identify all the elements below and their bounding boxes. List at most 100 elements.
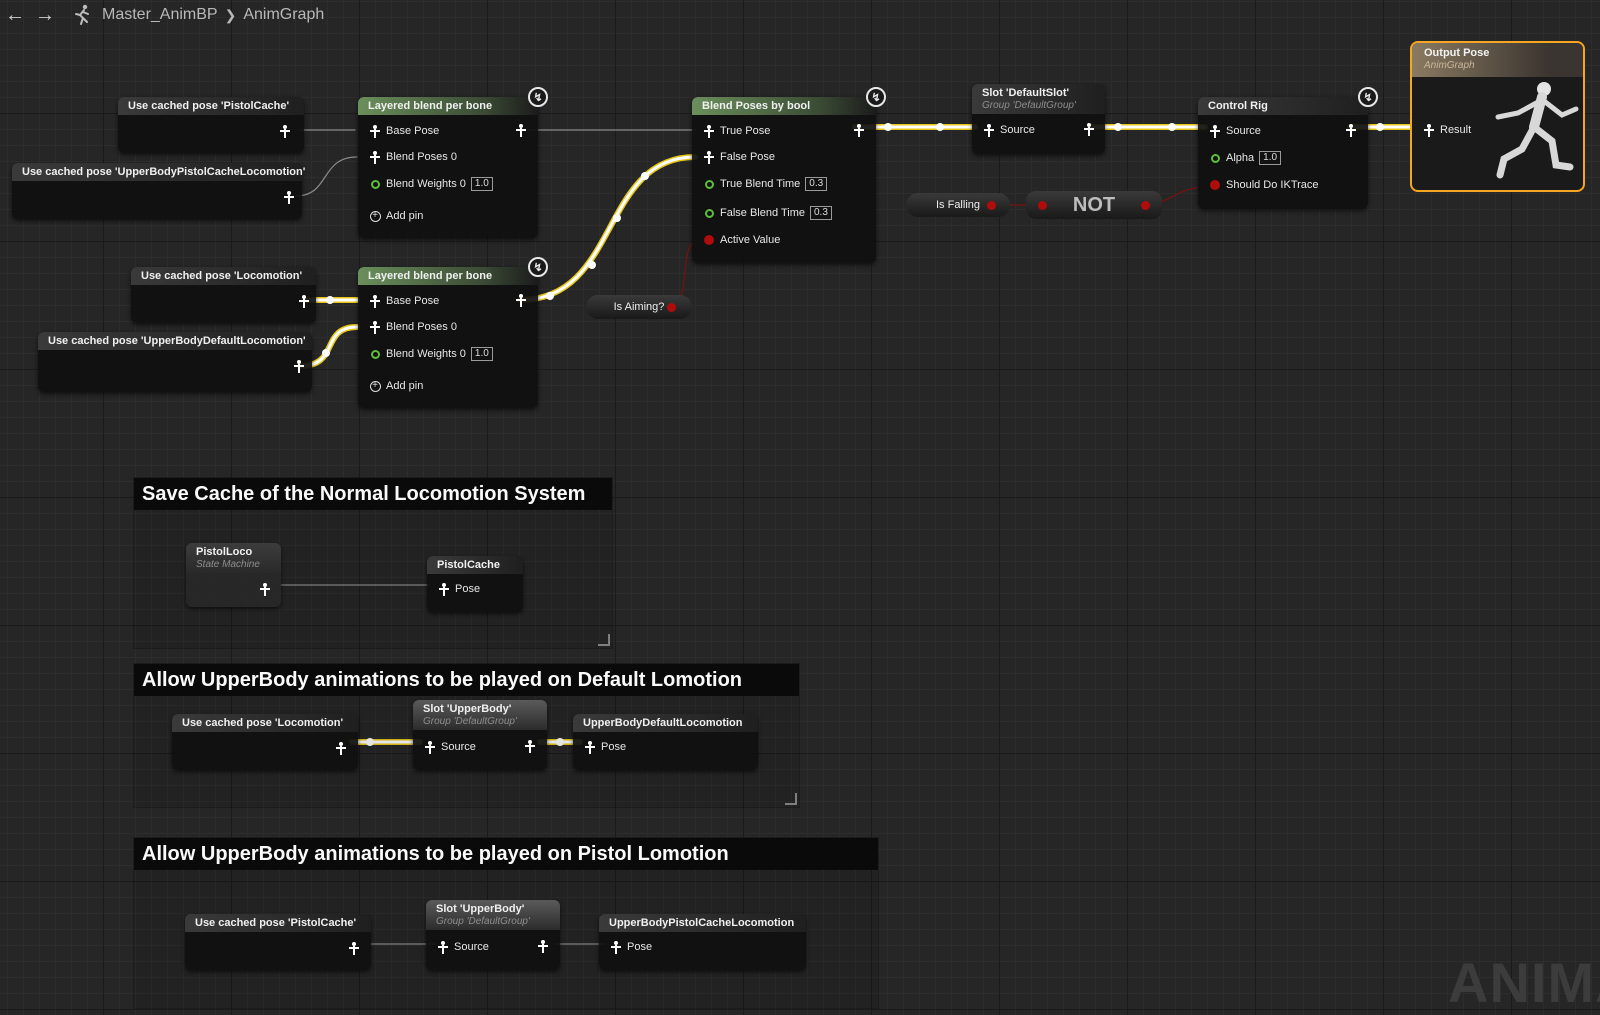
pose-pin-icon xyxy=(425,740,435,754)
pose-output-pin[interactable] xyxy=(280,125,290,143)
blend-poses-pin[interactable]: Blend Poses 0 xyxy=(368,150,457,164)
cache-upper-default-node[interactable]: Use cached pose 'UpperBodyDefaultLocomot… xyxy=(38,332,312,392)
weight-value-field[interactable]: 1.0 xyxy=(470,347,493,361)
add-pin-button[interactable]: +Add pin xyxy=(368,379,423,393)
chevron-right-icon: ❯ xyxy=(224,6,237,23)
node-title: Slot 'DefaultSlot'Group 'DefaultGroup' xyxy=(972,84,1105,114)
false-blend-time-field[interactable]: 0.3 xyxy=(809,206,832,220)
pose-pin-icon xyxy=(1346,124,1356,137)
is-aiming-variable[interactable]: Is Aiming? xyxy=(586,295,692,319)
pose-output-pin[interactable] xyxy=(294,360,304,378)
back-button[interactable]: ← xyxy=(0,0,30,30)
slot-upperbody-node-1[interactable]: Slot 'UpperBody'Group 'DefaultGroup' Sou… xyxy=(413,700,547,770)
running-mannequin-icon xyxy=(1495,82,1579,179)
resize-handle-icon[interactable] xyxy=(785,793,797,805)
pose-pin-icon xyxy=(516,124,526,137)
weight-value-field[interactable]: 1.0 xyxy=(470,177,493,191)
slot-subtitle: Group 'DefaultGroup' xyxy=(423,716,517,727)
pose-output-pin[interactable] xyxy=(284,191,294,209)
source-pin[interactable]: Source xyxy=(423,740,476,754)
bool-pin-icon xyxy=(987,200,996,210)
pose-pin[interactable]: Pose xyxy=(437,582,480,596)
pin-label: Base Pose xyxy=(386,125,440,137)
pose-pin-icon xyxy=(704,150,714,164)
upperbody-pistol-cache-node[interactable]: UpperBodyPistolCacheLocomotion Pose xyxy=(599,914,806,970)
is-falling-variable[interactable]: Is Falling xyxy=(906,193,1010,217)
source-pin[interactable]: Source xyxy=(1208,124,1261,138)
cache-locomotion-node-2[interactable]: Use cached pose 'Locomotion' xyxy=(172,714,358,770)
save-cache-node[interactable]: PistolCache Pose xyxy=(427,556,523,612)
base-pose-pin[interactable]: Base Pose xyxy=(368,294,439,308)
blend-poses-by-bool-node[interactable]: Blend Poses by bool True Pose False Pose… xyxy=(692,97,876,263)
pin-label: Blend Weights 0 xyxy=(386,178,466,190)
add-pin-button[interactable]: +Add pin xyxy=(368,209,423,223)
pose-pin-icon xyxy=(984,123,994,137)
resize-handle-icon[interactable] xyxy=(598,634,610,646)
pose-pin-icon xyxy=(299,295,309,308)
cache-pistol-node-2[interactable]: Use cached pose 'PistolCache' xyxy=(185,914,371,970)
cache-pistol-node[interactable]: Use cached pose 'PistolCache' xyxy=(118,97,304,153)
pose-output-pin[interactable] xyxy=(516,124,526,142)
node-title: UpperBodyPistolCacheLocomotion xyxy=(599,914,806,932)
pose-output-pin[interactable] xyxy=(1346,124,1356,142)
pin-label: Should Do IKTrace xyxy=(1226,179,1319,191)
pose-pin-icon xyxy=(370,124,380,138)
comment-title: Save Cache of the Normal Locomotion Syst… xyxy=(134,478,612,510)
pose-pin[interactable]: Pose xyxy=(609,940,652,954)
blend-poses-pin[interactable]: Blend Poses 0 xyxy=(368,320,457,334)
result-pin[interactable]: Result xyxy=(1422,123,1471,137)
pose-output-pin[interactable] xyxy=(336,742,346,760)
true-pose-pin[interactable]: True Pose xyxy=(702,124,770,138)
active-value-pin[interactable]: Active Value xyxy=(702,233,780,247)
pose-output-pin[interactable] xyxy=(854,124,864,142)
base-pose-pin[interactable]: Base Pose xyxy=(368,124,439,138)
pose-output-pin[interactable] xyxy=(516,294,526,312)
source-pin[interactable]: Source xyxy=(982,123,1035,137)
pose-output-pin[interactable] xyxy=(1084,123,1094,141)
cache-locomotion-node[interactable]: Use cached pose 'Locomotion' xyxy=(131,267,316,323)
true-blend-time-field[interactable]: 0.3 xyxy=(805,177,828,191)
pose-output-pin[interactable] xyxy=(525,740,535,758)
pose-pin-icon xyxy=(280,125,290,138)
source-pin[interactable]: Source xyxy=(436,940,489,954)
upperbody-default-cache-node[interactable]: UpperBodyDefaultLocomotion Pose xyxy=(573,714,758,770)
lightning-icon: ↯ xyxy=(1358,87,1378,107)
node-title: Use cached pose 'UpperBodyDefaultLocomot… xyxy=(38,332,312,350)
bool-pin-icon xyxy=(1210,180,1220,190)
blend-weights-pin[interactable]: Blend Weights 0 1.0 xyxy=(368,177,493,191)
breadcrumb-blueprint[interactable]: Master_AnimBP xyxy=(102,6,218,23)
not-node[interactable]: NOT xyxy=(1026,191,1162,219)
true-blend-time-pin[interactable]: True Blend Time 0.3 xyxy=(702,177,828,191)
pose-output-pin[interactable] xyxy=(260,583,270,601)
forward-button[interactable]: → xyxy=(30,0,60,30)
comment-title: Allow UpperBody animations to be played … xyxy=(134,664,799,696)
alpha-value-field[interactable]: 1.0 xyxy=(1259,151,1282,165)
pose-output-pin[interactable] xyxy=(349,942,359,960)
pose-pin[interactable]: Pose xyxy=(583,740,626,754)
pose-output-pin[interactable] xyxy=(299,295,309,313)
pin-label: Blend Poses 0 xyxy=(386,321,457,333)
bool-pin-icon xyxy=(1141,200,1150,210)
float-pin-icon xyxy=(370,179,380,189)
plus-circle-icon: + xyxy=(369,380,381,392)
false-pose-pin[interactable]: False Pose xyxy=(702,150,775,164)
cache-upper-pistol-node[interactable]: Use cached pose 'UpperBodyPistolCacheLoc… xyxy=(12,163,305,219)
pose-output-pin[interactable] xyxy=(538,940,548,958)
layered-blend-node-1[interactable]: Layered blend per bone Base Pose Blend P… xyxy=(358,97,538,238)
slot-upperbody-node-2[interactable]: Slot 'UpperBody'Group 'DefaultGroup' Sou… xyxy=(426,900,560,970)
breadcrumb-graph[interactable]: AnimGraph xyxy=(243,6,325,23)
should-do-iktrace-pin[interactable]: Should Do IKTrace xyxy=(1208,178,1319,192)
slot-default-node[interactable]: Slot 'DefaultSlot'Group 'DefaultGroup' S… xyxy=(972,84,1105,154)
pin-label: True Blend Time xyxy=(720,178,801,190)
not-label: NOT xyxy=(1072,193,1116,216)
pose-pin-icon xyxy=(284,191,294,204)
layered-blend-node-2[interactable]: Layered blend per bone Base Pose Blend P… xyxy=(358,267,538,408)
